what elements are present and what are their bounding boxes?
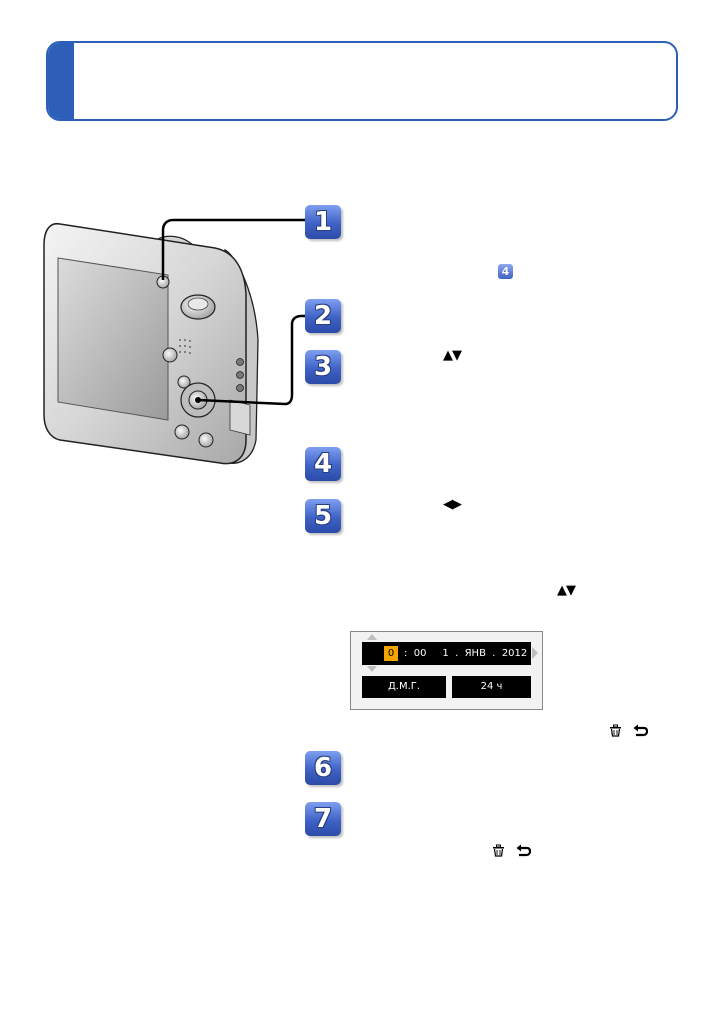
step-2-badge: 2 xyxy=(305,299,341,333)
up-down-arrows-icon: ▲▼ xyxy=(557,583,576,598)
step-6-badge: 6 xyxy=(305,751,341,785)
trash-icon xyxy=(493,844,504,857)
title-banner xyxy=(46,41,678,121)
step-4-reference-badge: 4 xyxy=(498,264,513,279)
date-time-values: : 00 1 . ЯНВ . 2012 xyxy=(404,648,528,659)
trash-icon xyxy=(610,724,621,737)
hour-value-selected: 0 xyxy=(384,646,398,661)
title-accent-bar xyxy=(48,43,74,119)
return-arrow-icon xyxy=(633,724,648,737)
up-down-arrows-icon: ▲▼ xyxy=(443,348,462,363)
date-time-setting-screen: 0 : 00 1 . ЯНВ . 2012 Д.М.Г. 24 ч xyxy=(350,631,543,710)
date-time-row: 0 : 00 1 . ЯНВ . 2012 xyxy=(362,642,531,665)
return-arrow-icon xyxy=(516,844,531,857)
step-3-badge: 3 xyxy=(305,350,341,384)
step-7-badge: 7 xyxy=(305,802,341,836)
left-right-arrows-icon: ◀▶ xyxy=(443,497,462,512)
step-5-badge: 5 xyxy=(305,499,341,533)
date-format-button: Д.М.Г. xyxy=(362,676,446,698)
up-indicator-icon xyxy=(367,634,377,640)
step-4-badge: 4 xyxy=(305,447,341,481)
camera-illustration xyxy=(43,218,305,465)
down-indicator-icon xyxy=(367,666,377,672)
hour-format-button: 24 ч xyxy=(452,676,531,698)
step-1-badge: 1 xyxy=(305,205,341,239)
right-indicator-icon xyxy=(532,647,538,659)
